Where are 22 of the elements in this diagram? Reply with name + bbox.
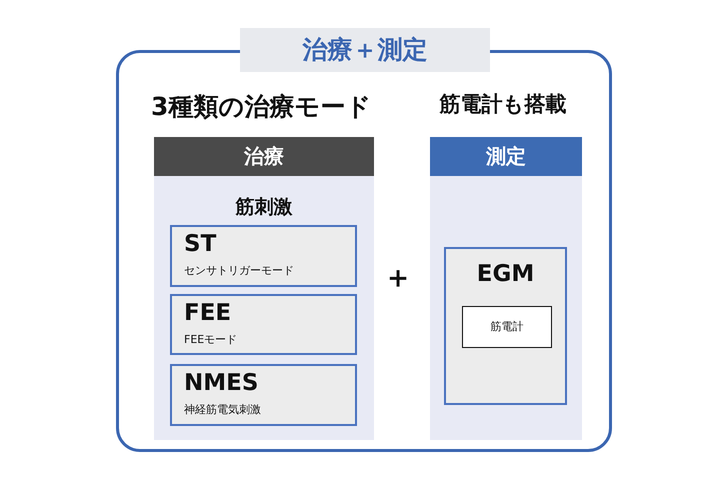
mode-name: NMES <box>184 370 258 396</box>
panel-heading: 3種類の治療モード <box>151 91 371 123</box>
plus-sign: ＋ <box>382 259 414 297</box>
mode-description: センサトリガーモード <box>184 263 294 278</box>
panel-header: 測定 <box>430 137 582 176</box>
mode-name: ST <box>184 231 216 257</box>
section-heading: 筋刺激 <box>234 195 294 220</box>
mode-description: FEEモード <box>184 332 238 347</box>
mode-name: EGM <box>476 261 536 287</box>
panel-header: 治療 <box>154 137 374 176</box>
mode-card <box>170 225 357 287</box>
sub-box-label: 筋電計 <box>490 319 524 335</box>
category-panel <box>154 137 374 440</box>
sub-box <box>462 306 552 348</box>
mode-card <box>170 294 357 355</box>
panel-heading: 筋電計も搭載 <box>438 91 568 118</box>
mode-name: FEE <box>184 300 232 326</box>
mode-description: 神経筋電気刺激 <box>184 402 261 417</box>
frame-title: 治療＋測定 <box>240 28 490 72</box>
mode-card <box>444 247 567 405</box>
mode-card <box>170 364 357 426</box>
category-panel <box>430 137 582 440</box>
